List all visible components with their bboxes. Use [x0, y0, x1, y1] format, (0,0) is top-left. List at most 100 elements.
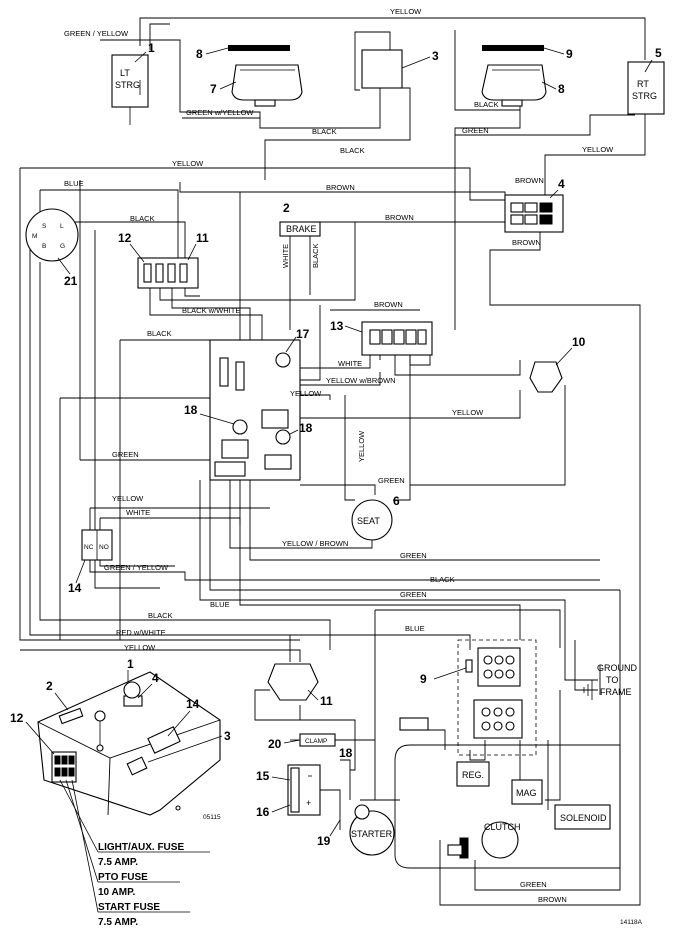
wire-label: GREEN / YELLOW — [64, 29, 129, 38]
console-inset: 05115 1 2 3 4 12 14 — [10, 657, 231, 821]
wire-label: YELLOW — [452, 408, 484, 417]
inset-part-number: 05115 — [203, 814, 221, 821]
nc-label: NC — [84, 544, 94, 551]
solenoid: SOLENOID — [554, 804, 611, 830]
ground-symbol: GROUND TO FRAME — [583, 663, 637, 700]
magneto: MAG — [511, 779, 543, 805]
figure-id: 14118A — [620, 919, 643, 926]
clutch: CLUTCH — [447, 821, 521, 859]
inset-callout-2: 2 — [46, 679, 53, 693]
wire-label-group: YELLOW GREEN / YELLOW GREEN w/YELLOW BLA… — [64, 7, 614, 904]
callout-21: 20 — [268, 737, 282, 751]
clamp-label: CLAMP — [305, 738, 327, 745]
inset-callout-14: 14 — [186, 697, 200, 711]
callout-12: 11 — [196, 231, 209, 245]
wire-label: BROWN — [538, 895, 567, 904]
wire-label: YELLOW w/BROWN — [326, 376, 396, 385]
fuse-rating-light-aux: 7.5 AMP. — [98, 857, 138, 868]
inset-callout-3: 3 — [224, 729, 231, 743]
wire-label: YELLOW — [172, 159, 204, 168]
inset-callout-4: 4 — [152, 671, 159, 685]
wire-label: WHITE — [126, 508, 150, 517]
wire-label: GREEN — [400, 551, 427, 560]
headlight-left — [231, 64, 303, 107]
rt-steering-switch: RT STRG — [627, 61, 665, 115]
wire-label: YELLOW / BROWN — [282, 539, 348, 548]
wire-label: GREEN — [378, 476, 405, 485]
wire-label: GREEN / YELLOW — [104, 563, 169, 572]
inset-callout-12: 12 — [10, 711, 24, 725]
headlight-lens-left — [228, 45, 290, 51]
brake-label: BRAKE — [286, 224, 317, 234]
clutch-label: CLUTCH — [484, 822, 521, 832]
wire-label: WHITE — [338, 359, 362, 368]
svg-text:B: B — [42, 243, 46, 250]
solenoid-label: SOLENOID — [560, 813, 607, 823]
headlight-right — [481, 64, 547, 107]
wire-label: GREEN — [520, 880, 547, 889]
ground-line2: TO — [606, 675, 618, 685]
wire-label: BLACK — [147, 329, 172, 338]
svg-text:G: G — [60, 243, 65, 250]
wire-network — [19, 17, 646, 906]
wire-label: GREEN — [462, 126, 489, 135]
callout-20: 19 — [317, 834, 331, 848]
wire-label: BROWN — [326, 183, 355, 192]
no-label: NO — [99, 544, 109, 551]
seat-switch: SEAT — [351, 499, 393, 541]
battery: + — [287, 764, 321, 816]
wire-label: GREEN w/YELLOW — [186, 108, 254, 117]
fuse-holder-13-12 — [137, 257, 199, 289]
wire-label: GREEN — [400, 590, 427, 599]
callout-4: 4 — [558, 177, 565, 191]
callout-1: 21 — [64, 274, 78, 288]
ignition-switch: S L M B G — [25, 208, 79, 262]
wire-label: BROWN — [385, 213, 414, 222]
wire-label: BROWN — [512, 238, 541, 247]
wire-label: BLACK — [340, 146, 365, 155]
fuse-name-pto: PTO FUSE — [98, 872, 148, 883]
callout-6: 1 — [148, 41, 155, 55]
svg-text:S: S — [42, 223, 47, 230]
callout-11-lower: 11 — [320, 694, 333, 708]
wire-label: BLUE — [405, 624, 425, 633]
relay-module — [209, 339, 301, 481]
wire-label: BLACK — [312, 127, 337, 136]
inset-callout-1: 1 — [127, 657, 134, 671]
callout-8-right: 8 — [558, 82, 565, 96]
inline-fuse-21: CLAMP — [299, 733, 336, 747]
wire-label: YELLOW — [124, 643, 156, 652]
fuse-legend: LIGHT/AUX. FUSE 7.5 AMP. PTO FUSE 10 AMP… — [59, 779, 210, 928]
wire-label: BLACK — [130, 214, 155, 223]
callout-5: 5 — [655, 46, 662, 60]
wire-label: BROWN — [515, 176, 544, 185]
callout-19: 18 — [339, 746, 353, 760]
wire-label: GREEN — [112, 450, 139, 459]
ground-line1: GROUND — [597, 663, 637, 673]
wire-label: BLUE — [64, 179, 84, 188]
wire-label: BLACK — [430, 575, 455, 584]
callout-15: 14 — [68, 581, 82, 595]
lt-strg-line2: STRG — [115, 80, 140, 90]
callout-18-right: 18 — [299, 421, 313, 435]
seat-label: SEAT — [357, 516, 380, 526]
wire-label: YELLOW — [112, 494, 144, 503]
callout-14: 13 — [330, 319, 344, 333]
svg-text:+: + — [306, 798, 311, 808]
svg-text:L: L — [60, 223, 64, 230]
callout-8-left: 7 — [210, 82, 217, 96]
callout-9-right: 9 — [566, 47, 573, 61]
callout-16: 15 — [256, 769, 270, 783]
callout-10: 9 — [420, 672, 427, 686]
connector-11-lower — [267, 663, 319, 701]
wire-label: BLACK — [474, 100, 499, 109]
callout-3: 3 — [432, 49, 439, 63]
ground-line3: FRAME — [600, 687, 632, 697]
wire-label: YELLOW — [290, 389, 322, 398]
headlight-lens-right — [482, 45, 544, 51]
fuse-name-start: START FUSE — [98, 902, 160, 913]
mag-label: MAG — [516, 788, 537, 798]
brake-switch: BRAKE — [279, 221, 321, 237]
callout-2: 2 — [283, 201, 290, 215]
